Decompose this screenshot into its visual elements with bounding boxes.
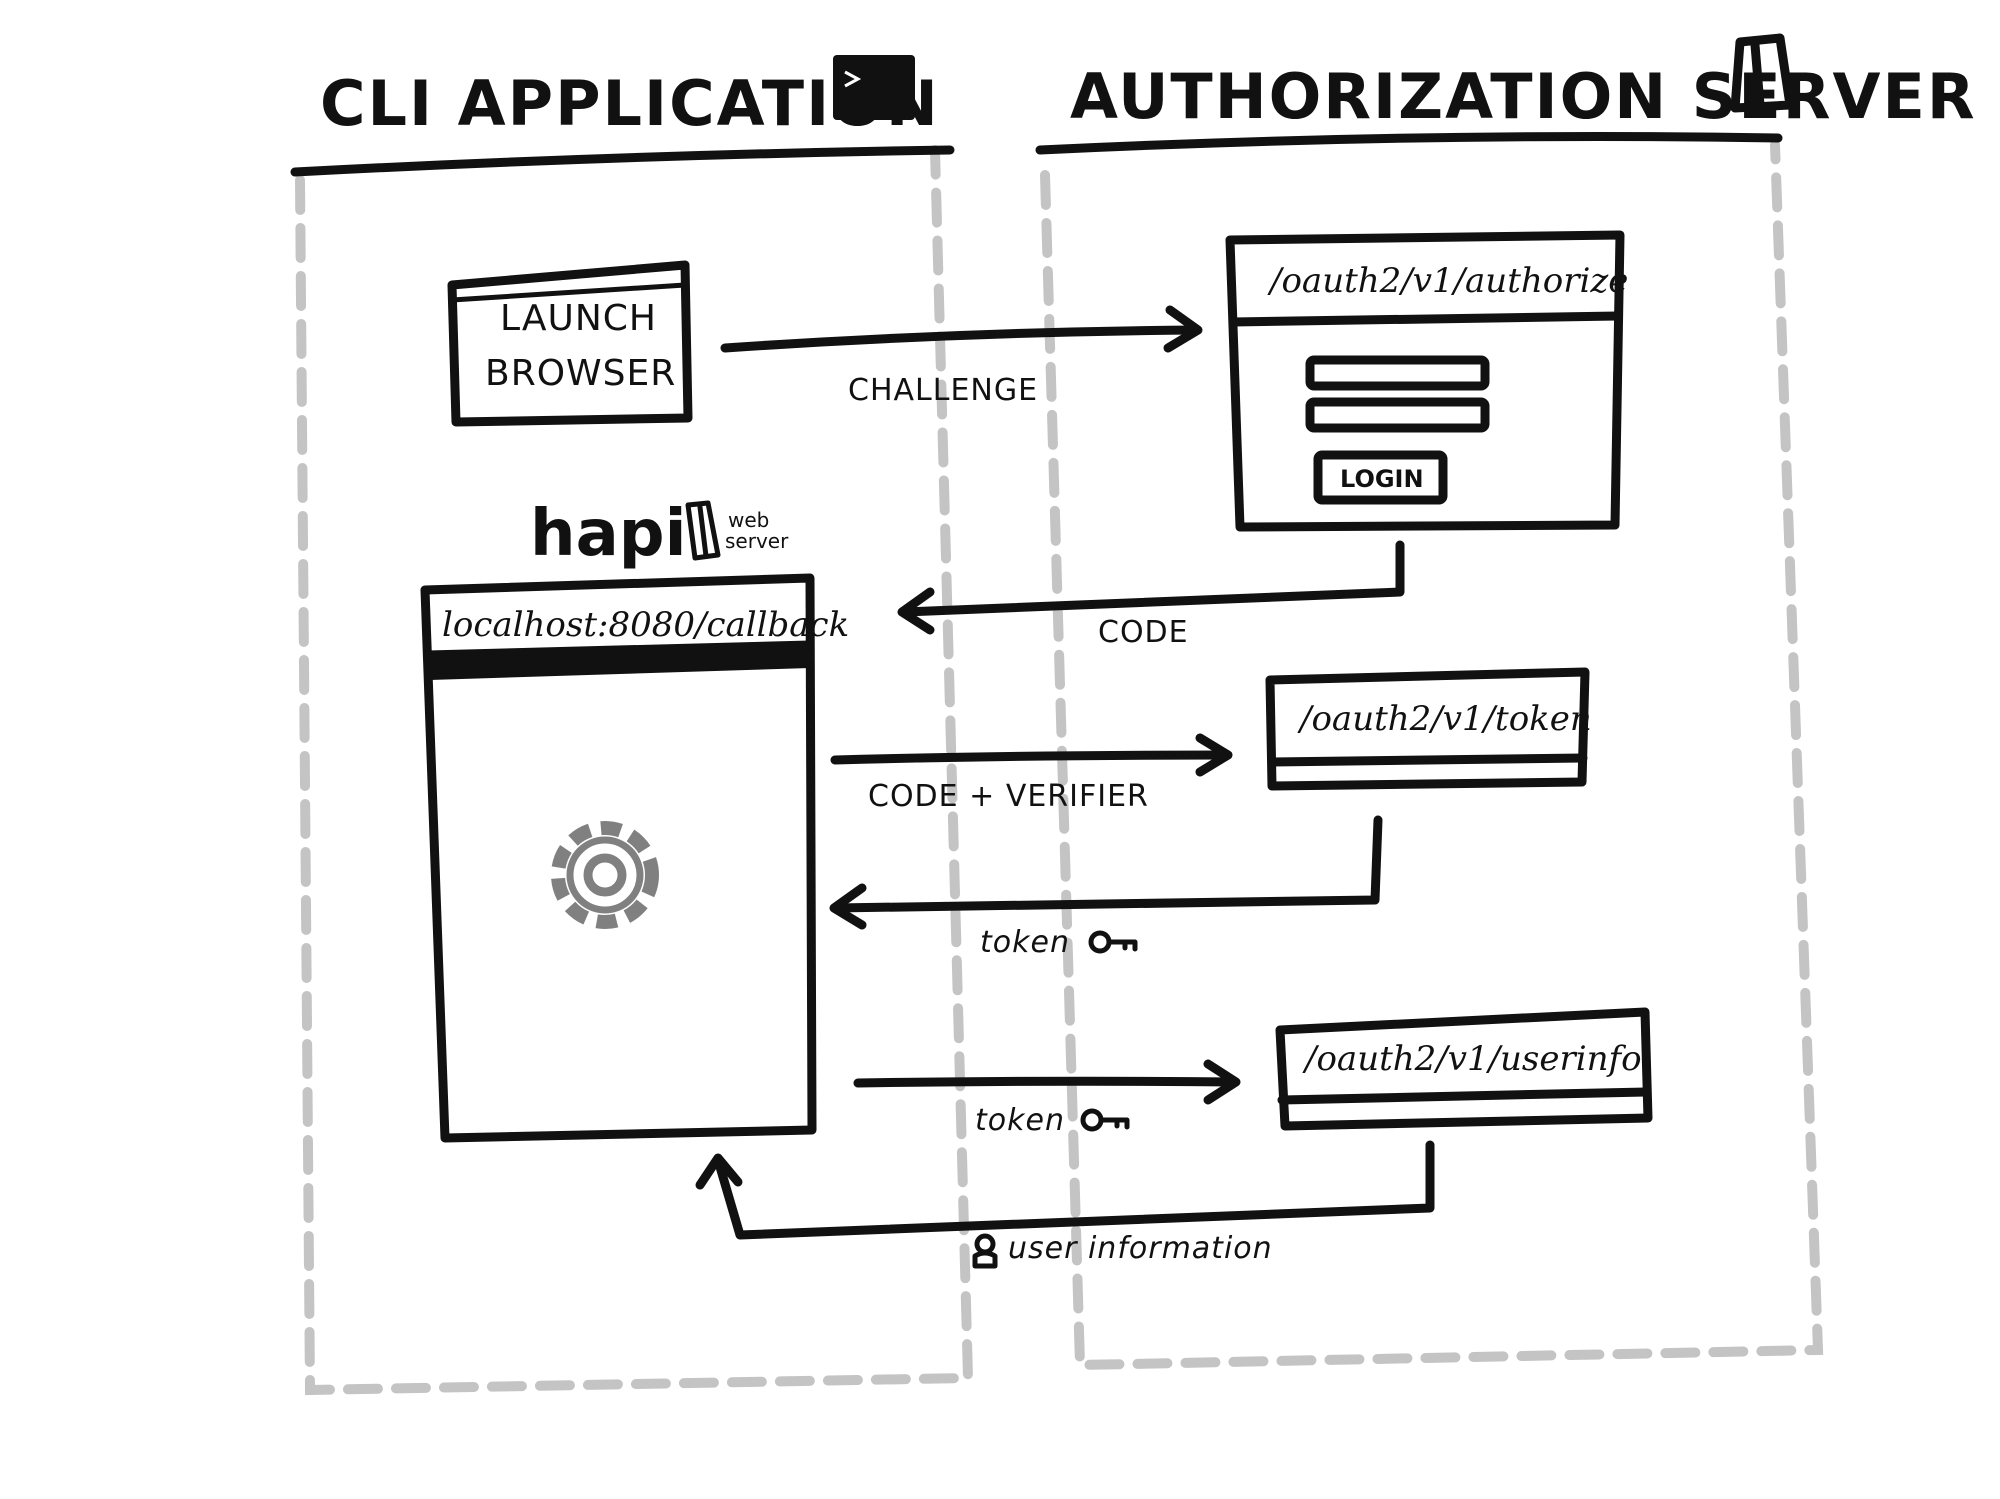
token-window: /oauth2/v1/token [1265, 667, 1592, 791]
server-badge: server [725, 529, 789, 553]
code-label: CODE [1098, 615, 1189, 650]
challenge-arrow: CHALLENGE [720, 305, 1203, 408]
gear-icon [551, 821, 659, 929]
user-info-arrow: user information [695, 1140, 1435, 1269]
callback-window: localhost:8080/callback [420, 573, 849, 1143]
token-send-arrow: token [853, 1059, 1241, 1138]
token-return-arrow: token [829, 815, 1383, 960]
auth-lane-border [1040, 140, 1824, 1371]
userinfo-window: /oauth2/v1/userinfo [1275, 1007, 1653, 1131]
launch-label: LAUNCH [500, 298, 657, 339]
key-icon [1088, 930, 1138, 954]
launch-browser-box: LAUNCH BROWSER [447, 260, 693, 427]
challenge-label: CHALLENGE [848, 373, 1038, 408]
server-icon [1730, 33, 1795, 113]
authorize-window: /oauth2/v1/authorize LOGIN [1225, 230, 1628, 532]
callback-url: localhost:8080/callback [442, 605, 849, 645]
user-info-label: user information [1008, 1231, 1273, 1266]
code-verifier-arrow: CODE + VERIFIER [830, 733, 1233, 814]
username-field [1305, 355, 1490, 391]
key-icon [1080, 1108, 1130, 1132]
web-badge: web [728, 508, 769, 532]
terminal-icon [833, 55, 915, 120]
web-server-icon [685, 500, 721, 561]
hapi-label: hapi [530, 497, 687, 571]
code-arrow: CODE [897, 540, 1405, 650]
auth-lane-title: AUTHORIZATION SERVER [1070, 60, 1977, 133]
cli-lane-header: CLI APPLICATION [290, 55, 955, 177]
code-verifier-label: CODE + VERIFIER [868, 779, 1149, 814]
token-return-label: token [980, 925, 1070, 960]
userinfo-url: /oauth2/v1/userinfo [1302, 1039, 1642, 1079]
user-icon [972, 1233, 998, 1269]
token-send-label: token [975, 1103, 1065, 1138]
cli-lane-border [295, 145, 974, 1396]
hapi-label-group: hapi web server [530, 497, 789, 571]
token-url: /oauth2/v1/token [1297, 699, 1592, 739]
browser-label: BROWSER [485, 353, 676, 394]
auth-lane-header: AUTHORIZATION SERVER [1035, 33, 1977, 155]
password-field [1305, 397, 1490, 433]
login-button [1313, 450, 1448, 505]
login-button-label: LOGIN [1340, 465, 1424, 493]
authorize-url: /oauth2/v1/authorize [1267, 261, 1628, 301]
